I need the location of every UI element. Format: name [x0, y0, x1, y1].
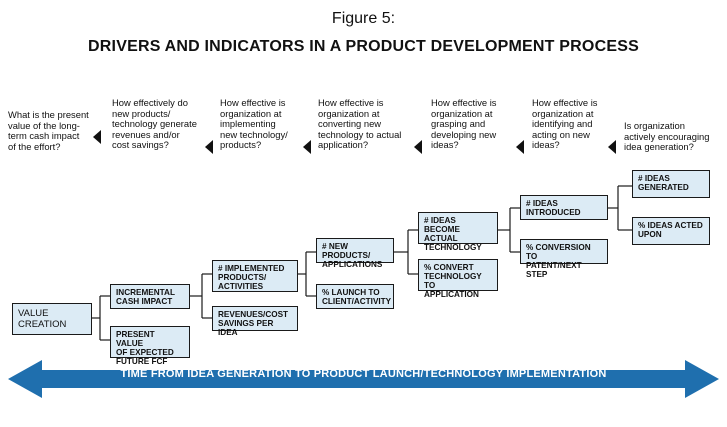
box-new-products-applications: # NEW PRODUCTS/APPLICATIONS [316, 238, 394, 269]
figure-title: DRIVERS AND INDICATORS IN A PRODUCT DEVE… [88, 38, 639, 55]
left-arrow-icon [608, 140, 616, 154]
left-arrow-icon [93, 130, 101, 144]
left-arrow-icon [303, 140, 311, 154]
left-arrow-icon [516, 140, 524, 154]
figure-label: Figure 5: [331, 10, 396, 27]
timeline-label: TIME FROM IDEA GENERATION TO PRODUCT LAU… [120, 368, 607, 380]
left-arrow-icon [205, 140, 213, 154]
left-arrow-icon [414, 140, 422, 154]
